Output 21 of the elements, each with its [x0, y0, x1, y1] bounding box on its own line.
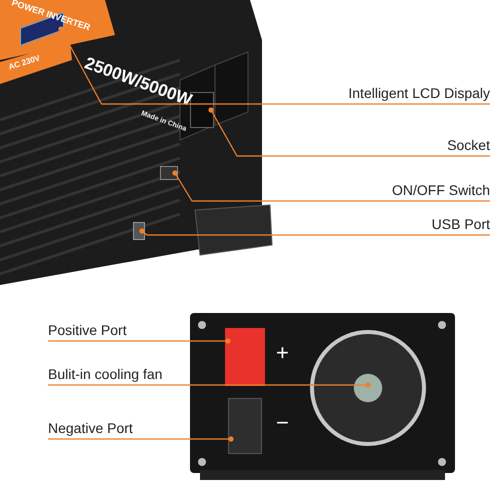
leader-line [172, 170, 490, 202]
power-switch [160, 166, 178, 180]
negative-terminal [228, 398, 262, 454]
callout-label: Positive Port [48, 321, 127, 339]
leader-line [208, 107, 490, 157]
product-label: AC 230V [7, 53, 42, 72]
callout-label: Intelligent LCD Dispaly [348, 84, 490, 102]
leader-line [48, 436, 234, 442]
callout-label: ON/OFF Switch [392, 181, 490, 199]
leader-line [48, 338, 231, 344]
callout-label: Negative Port [48, 419, 133, 437]
polarity-sign: + [276, 340, 289, 366]
leader-line [139, 228, 490, 236]
callout-label: Socket [447, 136, 490, 154]
callout-label: USB Port [432, 215, 490, 233]
polarity-sign: − [276, 410, 289, 436]
usb-port [133, 222, 145, 240]
callout-label: Bulit-in cooling fan [48, 365, 162, 383]
leader-line [48, 382, 371, 388]
positive-terminal [225, 328, 265, 386]
leader-line [58, 26, 490, 105]
